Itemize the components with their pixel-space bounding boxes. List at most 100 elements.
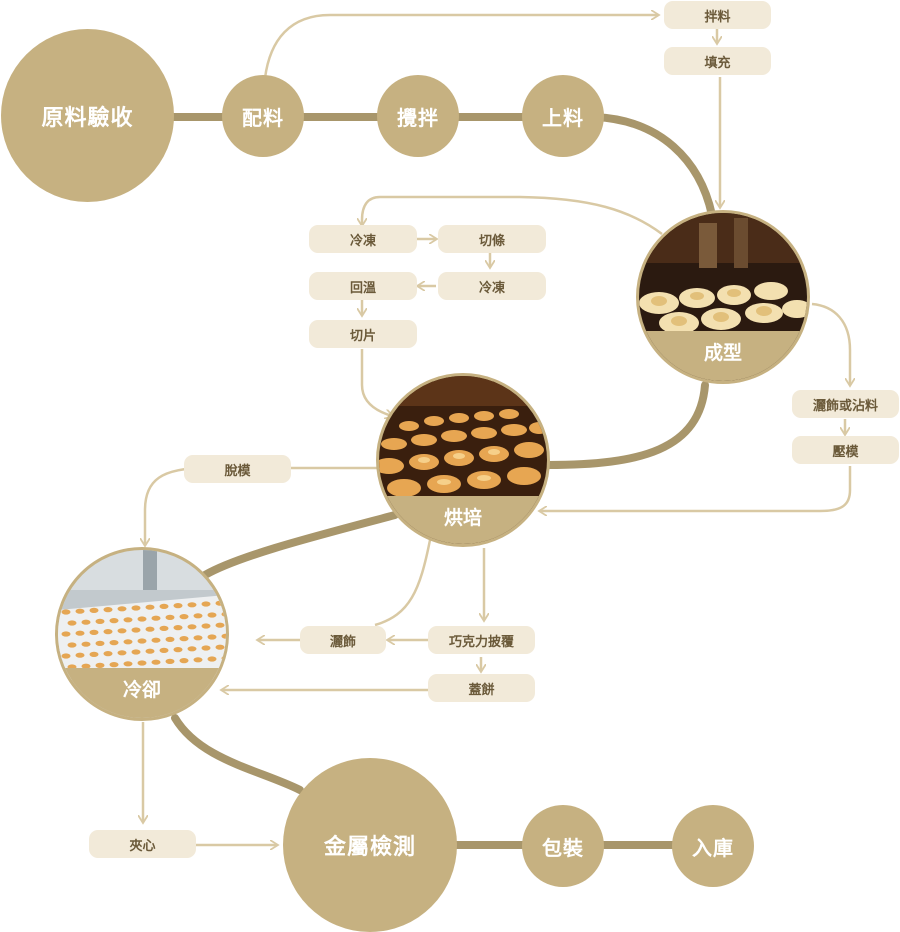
cookie-dot xyxy=(194,635,203,640)
cookie-dot xyxy=(152,638,161,643)
cookie-dot xyxy=(124,639,133,644)
cookie-dot xyxy=(110,640,119,645)
cookie-dot xyxy=(138,616,147,621)
cookie-dot xyxy=(166,615,175,620)
node-label: 上料 xyxy=(542,102,584,131)
cookie-dot xyxy=(104,629,113,634)
node-label: 冷卻 xyxy=(123,679,161,701)
node-label: 包裝 xyxy=(542,832,584,861)
cookie-dot xyxy=(174,647,183,652)
cookie-dot xyxy=(194,657,203,662)
step-label: 拌料 xyxy=(704,6,730,25)
cookie-dot xyxy=(110,618,119,623)
cookie-dot xyxy=(146,627,155,632)
step-sprinkle-or-dip: 灑飾或沾料 xyxy=(792,390,899,418)
step-label: 冷凍 xyxy=(350,230,376,249)
node-baking: 烘培 xyxy=(376,373,550,547)
cookie-dot xyxy=(166,659,175,664)
node-batching: 配料 xyxy=(222,75,304,157)
node-label: 原料驗收 xyxy=(41,100,133,132)
cookie-dot xyxy=(216,623,225,628)
cookie-dot xyxy=(110,662,119,667)
cookie-dot xyxy=(188,602,197,607)
cookie-dot xyxy=(208,656,217,661)
step-filling: 填充 xyxy=(664,47,771,75)
step-label: 冷凍 xyxy=(479,277,505,296)
cookie-dot xyxy=(180,614,189,619)
cookie-dot xyxy=(202,601,211,606)
cookie-dot xyxy=(62,631,71,636)
node-forming: 成型 xyxy=(636,210,810,384)
cookie-dot xyxy=(174,603,183,608)
step-tempering: 回溫 xyxy=(309,272,417,300)
cookie-dot xyxy=(90,630,99,635)
cookie-dot xyxy=(188,646,197,651)
cookie-dot xyxy=(188,624,197,629)
step-label: 填充 xyxy=(704,52,730,71)
cookie-dot xyxy=(90,652,99,657)
step-label: 脫模 xyxy=(224,460,250,479)
cookie-dot xyxy=(90,608,99,613)
cookie-dot xyxy=(138,638,147,643)
step-label: 夾心 xyxy=(129,835,155,854)
node-loading: 上料 xyxy=(522,75,604,157)
step-label: 蓋餅 xyxy=(468,679,494,698)
cookie-dot xyxy=(132,649,141,654)
step-demold: 脫模 xyxy=(184,455,291,483)
cookie-dot xyxy=(76,653,85,658)
node-label: 烘培 xyxy=(444,507,482,529)
cookie-dot xyxy=(152,616,161,621)
cookie-dot xyxy=(62,653,71,658)
step-freeze-1: 冷凍 xyxy=(309,225,417,253)
step-cover-biscuit: 蓋餅 xyxy=(428,674,535,702)
node-cooling: 冷卻 xyxy=(55,547,229,721)
cookie-dot xyxy=(76,631,85,636)
cookie-dot xyxy=(124,617,133,622)
node-label: 配料 xyxy=(242,102,284,131)
cookie-dot xyxy=(202,623,211,628)
cookie-dot xyxy=(118,628,127,633)
step-label: 切片 xyxy=(350,325,376,344)
cookie-dot xyxy=(76,609,85,614)
cookie-dot xyxy=(124,661,133,666)
cookie-dot xyxy=(160,626,169,631)
cooling-label-band: 冷卻 xyxy=(58,668,226,718)
cookie-dot xyxy=(104,651,113,656)
cookie-dot xyxy=(208,634,217,639)
node-label: 攪拌 xyxy=(397,102,439,131)
cookie-dot xyxy=(68,620,77,625)
cookie-dot xyxy=(82,642,91,647)
node-stirring: 攪拌 xyxy=(377,75,459,157)
cookie-dot xyxy=(132,627,141,632)
cookie-dot xyxy=(216,601,225,606)
cookie-dot xyxy=(146,649,155,654)
cookie-dot xyxy=(138,660,147,665)
cookie-dot xyxy=(62,609,71,614)
cookie-dot xyxy=(82,620,91,625)
node-label: 成型 xyxy=(704,342,742,364)
step-label: 灑飾或沾料 xyxy=(813,395,878,414)
node-warehousing: 入庫 xyxy=(672,805,754,887)
step-label: 回溫 xyxy=(350,277,376,296)
cookie-dot xyxy=(96,641,105,646)
node-packaging: 包裝 xyxy=(522,805,604,887)
cookie-dot xyxy=(104,607,113,612)
step-label: 巧克力披覆 xyxy=(449,631,514,650)
node-label: 入庫 xyxy=(692,832,734,861)
cookie-dot xyxy=(216,645,225,650)
cookie-dot xyxy=(166,637,175,642)
cookie-dot xyxy=(202,645,211,650)
step-label: 切條 xyxy=(479,230,505,249)
node-label: 金屬檢測 xyxy=(324,829,416,861)
step-label: 灑飾 xyxy=(330,631,356,650)
cookie-dot xyxy=(96,619,105,624)
step-sprinkle: 灑飾 xyxy=(300,626,386,654)
step-chocolate-coating: 巧克力披覆 xyxy=(428,626,535,654)
cookie-dot xyxy=(160,648,169,653)
cookie-dot xyxy=(208,612,217,617)
cookie-dot xyxy=(152,660,161,665)
cookie-dot xyxy=(68,642,77,647)
cookie-dot xyxy=(180,636,189,641)
forming-label-band: 成型 xyxy=(639,331,807,381)
